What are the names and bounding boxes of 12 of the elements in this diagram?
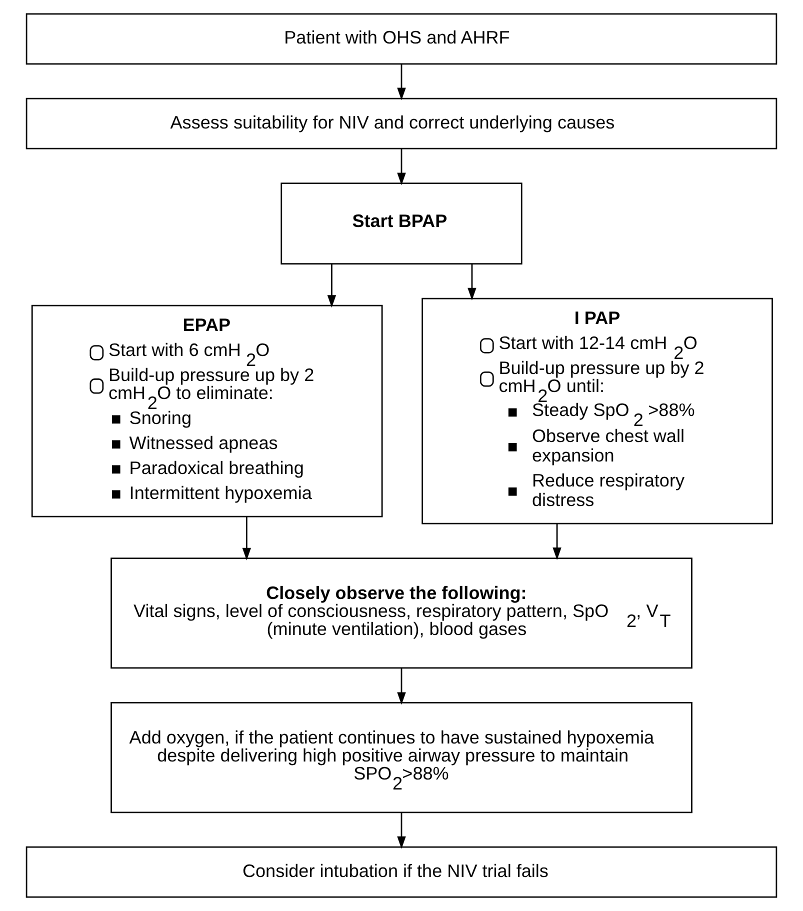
arrow [397,148,406,186]
node-box: Patient with OHS and AHRF [26,13,778,65]
arrow [397,812,406,849]
node-box: Start BPAP [280,182,522,265]
arrow [552,524,562,560]
arrow [327,264,336,308]
arrow [397,668,406,705]
arrow [397,64,406,100]
arrow [242,516,252,560]
node-box: Assess suitability for NIV and correct underlying causes [26,98,778,150]
arrow [468,264,476,300]
node-box: Consider intubation if the NIV trial fails [26,846,778,898]
